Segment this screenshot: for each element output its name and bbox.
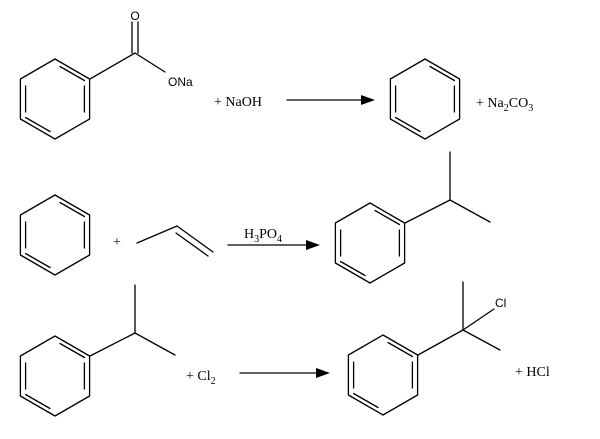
carbonyl-oxygen-label: O: [130, 9, 139, 23]
cumene-structure: [19, 284, 176, 417]
reaction-1: O ONa + NaOH + Na2CO3: [19, 9, 533, 140]
reaction-arrow-2: [227, 240, 320, 250]
chlorocumene-product-structure: Cl: [347, 281, 506, 416]
benzene-ring: [334, 202, 406, 284]
hcl-byproduct-label: + HCl: [515, 365, 550, 380]
benzene-structure: [19, 194, 91, 276]
benzene-ring: [19, 58, 91, 140]
chlorine-reagent-label: + Cl2: [186, 369, 216, 387]
ona-label: ONa: [168, 75, 193, 89]
reaction-arrow-1: [286, 95, 375, 105]
reaction-3: + Cl2 Cl + HCl: [19, 281, 550, 417]
reaction-2: + H3PO4: [19, 151, 491, 284]
naoh-reagent-label: + NaOH: [214, 95, 262, 110]
sodium-carbonate-label: + Na2CO3: [476, 96, 533, 114]
chlorine-atom-label: Cl: [495, 296, 506, 310]
carboxylate-bond: [134, 52, 166, 73]
sodium-benzoate-structure: O ONa: [19, 9, 193, 140]
reaction-arrow-3: [239, 368, 330, 378]
h3po4-catalyst-label: H3PO4: [244, 227, 282, 245]
benzene-ring: [19, 335, 91, 417]
benzene-ring: [347, 334, 419, 416]
ring-carbonyl-bond: [89, 52, 136, 80]
cumene-product-structure: [334, 151, 491, 284]
plus-sign: +: [113, 235, 121, 250]
propene-structure: [136, 225, 214, 257]
benzene-product-structure: [389, 58, 461, 140]
